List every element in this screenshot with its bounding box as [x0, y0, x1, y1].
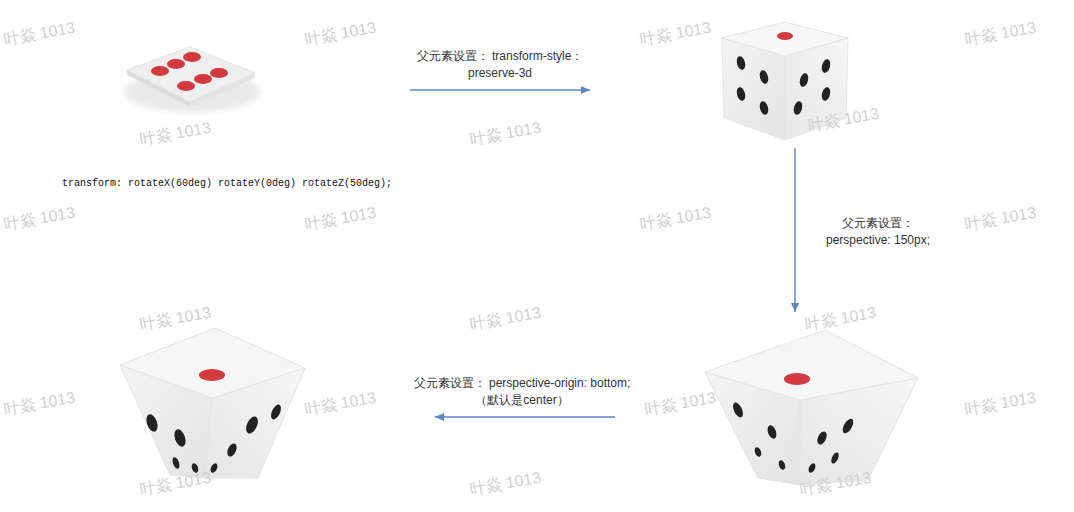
watermark: 叶焱 1013	[638, 18, 713, 51]
flow-arrow	[435, 413, 615, 421]
watermark: 叶焱 1013	[468, 118, 543, 151]
watermark: 叶焱 1013	[638, 203, 713, 236]
flow-arrow	[791, 148, 799, 312]
watermark: 叶焱 1013	[468, 303, 543, 336]
watermark: 叶焱 1013	[963, 388, 1038, 421]
flat-die	[124, 47, 260, 112]
watermark: 叶焱 1013	[963, 18, 1038, 51]
watermark: 叶焱 1013	[2, 203, 77, 236]
watermark: 叶焱 1013	[303, 203, 378, 236]
watermark: 叶焱 1013	[303, 18, 378, 51]
watermark: 叶焱 1013	[138, 118, 213, 151]
watermark: 叶焱 1013	[2, 18, 77, 51]
code-caption: transform: rotateX(60deg) rotateY(0deg) …	[62, 178, 398, 189]
perspective-origin-die	[120, 328, 305, 478]
edge-label: 父元素设置： perspective-origin: bottom;（默认是ce…	[408, 375, 636, 409]
flow-arrow	[410, 86, 590, 94]
watermark: 叶焱 1013	[963, 203, 1038, 236]
die-node	[110, 320, 435, 500]
edge-label: 父元素设置： transform-style： preserve-3d	[411, 48, 589, 82]
perspective-die	[705, 330, 918, 485]
watermark: 叶焱 1013	[303, 388, 378, 421]
watermark: 叶焱 1013	[643, 388, 718, 421]
watermark: 叶焱 1013	[138, 468, 213, 501]
die-node: transform: rotateX(60deg) rotateY(0deg) …	[50, 22, 410, 197]
watermark: 叶焱 1013	[138, 303, 213, 336]
edge-label: 父元素设置： perspective: 150px;	[810, 215, 946, 249]
watermark: 叶焱 1013	[803, 303, 878, 336]
watermark: 叶焱 1013	[2, 388, 77, 421]
watermark: 叶焱 1013	[468, 468, 543, 501]
